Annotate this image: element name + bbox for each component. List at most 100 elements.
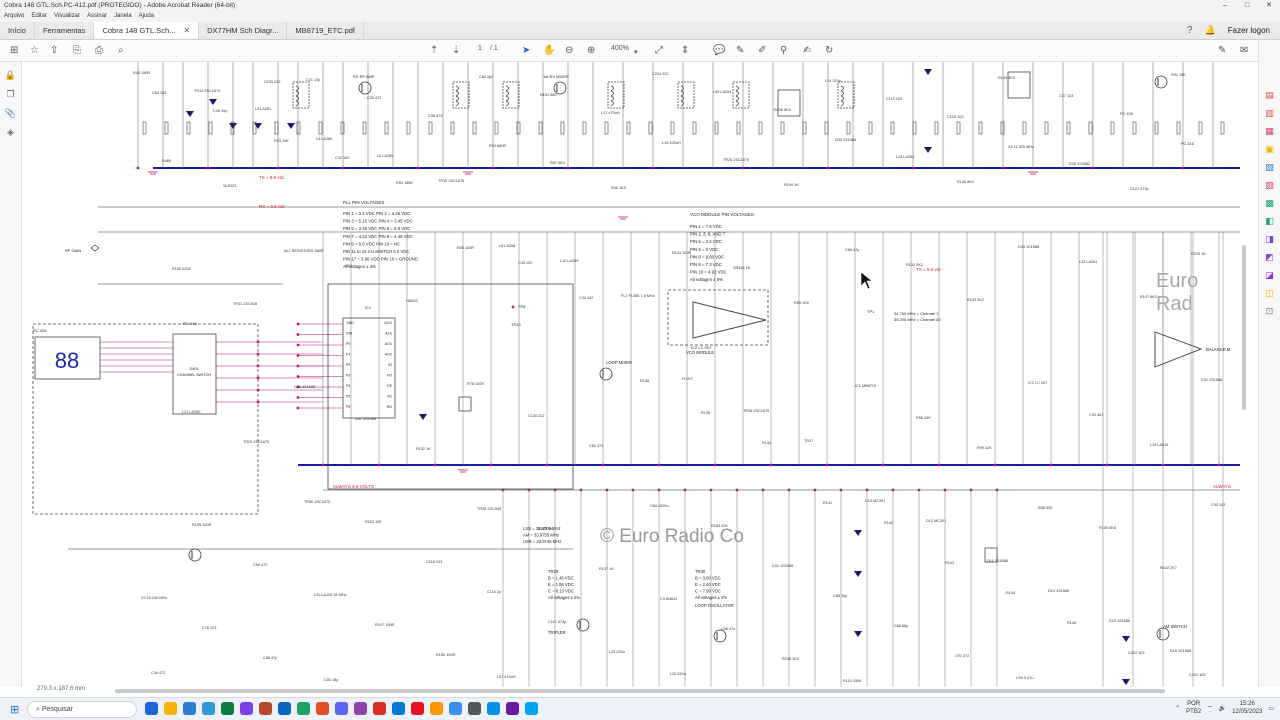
rotate-icon[interactable]: ↻ xyxy=(825,45,834,56)
part-designator: R105 100R xyxy=(192,523,211,527)
tab-tools[interactable]: Ferramentas xyxy=(35,22,95,39)
taskbar-app-icon[interactable] xyxy=(164,702,177,715)
create-icon[interactable]: ⊞ xyxy=(10,45,19,56)
taskbar-app-icon[interactable] xyxy=(316,702,329,715)
taskbar-app-icon[interactable] xyxy=(430,702,443,715)
notification-bell-icon[interactable]: 🔔 xyxy=(1204,25,1216,35)
hand-tool-icon[interactable]: ✋ xyxy=(543,45,556,56)
combine-files-icon[interactable]: ▧ xyxy=(1265,162,1274,172)
taskbar-app-icon[interactable] xyxy=(145,702,158,715)
more-tools-pane-icon[interactable]: ⊡ xyxy=(1265,306,1274,316)
edit-pdf-tool-icon[interactable]: ▦ xyxy=(1265,126,1274,136)
zoom-out-icon[interactable]: ⊖ xyxy=(565,45,574,56)
create-pdf-icon[interactable]: ▥ xyxy=(1265,108,1274,118)
taskbar-app-icon[interactable] xyxy=(240,702,253,715)
menu-arquivo[interactable]: Arquivo xyxy=(4,13,25,19)
sign-in-button[interactable]: Fazer logon xyxy=(1227,26,1270,35)
bookmark-star-icon[interactable]: ☆ xyxy=(30,45,39,56)
pages-thumbnail-icon[interactable]: ❐ xyxy=(6,89,15,99)
horizontal-scrollbar[interactable] xyxy=(115,689,1165,693)
menu-assinar[interactable]: Assinar xyxy=(86,13,107,19)
taskbar-app-icon[interactable] xyxy=(335,702,348,715)
taskbar-app-icon[interactable] xyxy=(373,702,386,715)
vertical-scrollbar[interactable] xyxy=(1242,245,1246,410)
tab-document-cobra[interactable]: Cobra 148 GTL.Sch... ✕ xyxy=(94,22,200,39)
comment-tool-icon[interactable]: ▣ xyxy=(1265,144,1274,154)
compress-pdf-icon[interactable]: ▩ xyxy=(1265,198,1274,208)
lock-icon[interactable]: 🔒 xyxy=(4,70,17,80)
stamp-tool-icon[interactable]: ◫ xyxy=(1265,288,1274,298)
highlight-icon[interactable]: ✐ xyxy=(758,45,767,56)
fill-sign-icon[interactable]: ◩ xyxy=(1265,252,1274,262)
taskbar-app-icon[interactable] xyxy=(202,702,215,715)
tab-document-mb8719[interactable]: MB8719_ETC.pdf xyxy=(287,22,365,39)
zoom-level-dropdown[interactable]: 400% xyxy=(611,45,629,52)
organize-pages-icon[interactable]: ▨ xyxy=(1265,180,1274,190)
close-window-button[interactable]: ✕ xyxy=(1266,2,1272,9)
stamp-icon[interactable]: ⚲ xyxy=(780,45,788,56)
taskbar-app-icon[interactable] xyxy=(259,702,272,715)
pen-icon[interactable]: ✎ xyxy=(736,45,745,56)
chevron-down-icon[interactable]: ▾ xyxy=(634,49,638,56)
mouse-cursor-icon xyxy=(860,271,873,290)
scroll-mode-icon[interactable]: ⇕ xyxy=(681,45,690,56)
taskbar-app-icon[interactable] xyxy=(354,702,367,715)
tab-home[interactable]: Início xyxy=(0,22,35,39)
ic2-label: IC2 LC 007 xyxy=(691,345,712,350)
notifications-icon[interactable]: ▭ xyxy=(1268,705,1274,712)
taskbar-app-icon[interactable] xyxy=(411,702,424,715)
share-icon[interactable]: ⎘ xyxy=(73,45,81,56)
junction-dot xyxy=(489,463,493,467)
search-icon[interactable]: ⌕ xyxy=(118,45,124,56)
taskbar-app-icon[interactable] xyxy=(468,702,481,715)
taskbar-app-icon[interactable] xyxy=(392,702,405,715)
junction-dot xyxy=(1049,463,1053,467)
taskbar-app-icon[interactable] xyxy=(487,702,500,715)
clock[interactable]: 15:26 12/05/2023 xyxy=(1232,700,1262,716)
wifi-icon[interactable]: ⌔ xyxy=(1207,706,1213,712)
edit-pdf-icon[interactable]: ✎ xyxy=(1218,45,1227,56)
menu-visualizar[interactable]: Visualizar xyxy=(54,13,80,19)
close-tab-icon[interactable]: ✕ xyxy=(183,26,191,35)
taskbar-app-icon[interactable] xyxy=(449,702,462,715)
maximize-button[interactable]: □ xyxy=(1244,2,1250,9)
taskbar-search[interactable]: ⌕ Pesquisar xyxy=(27,701,137,718)
attachment-icon[interactable]: 📎 xyxy=(4,108,17,118)
taskbar-app-icon[interactable] xyxy=(525,702,538,715)
tab-document-dx77hm[interactable]: DX77HM Sch Diagr... xyxy=(199,22,288,39)
menu-ajuda[interactable]: Ajuda xyxy=(138,13,154,19)
help-icon[interactable]: ? xyxy=(1186,25,1193,36)
input-language[interactable]: POR PTB2 xyxy=(1186,700,1201,716)
taskbar-app-icon[interactable] xyxy=(221,702,234,715)
sign-icon[interactable]: ✍ xyxy=(803,45,812,56)
tray-chevron-icon[interactable]: ⌃ xyxy=(1175,705,1181,712)
taskbar-app-icon[interactable] xyxy=(183,702,196,715)
menu-janela[interactable]: Janela xyxy=(113,13,132,19)
next-page-icon[interactable]: ⇣ xyxy=(452,45,461,56)
vco-heading: VCO MODULE PIN VOLTAGES xyxy=(690,212,754,217)
export-pdf-icon[interactable]: ▤ xyxy=(1265,90,1274,100)
taskbar-app-icon[interactable] xyxy=(278,702,291,715)
speaker-icon[interactable]: 🔊 xyxy=(1218,705,1227,712)
upload-cloud-icon[interactable]: ⇪ xyxy=(50,45,59,56)
minimize-button[interactable]: – xyxy=(1223,2,1227,9)
select-cursor-icon[interactable]: ➤ xyxy=(522,45,531,56)
redact-icon[interactable]: ◧ xyxy=(1265,216,1274,226)
comment-icon[interactable]: 💬 xyxy=(713,45,726,56)
print-icon[interactable]: ⎙ xyxy=(95,45,103,56)
prev-page-icon[interactable]: ⇡ xyxy=(430,45,439,56)
protect-icon[interactable]: ◨ xyxy=(1265,234,1274,244)
mail-icon[interactable]: ✉ xyxy=(1240,45,1249,56)
start-menu-icon[interactable]: ⊞ xyxy=(10,704,20,716)
send-signature-icon[interactable]: ◪ xyxy=(1265,270,1274,280)
taskbar-app-icon[interactable] xyxy=(297,702,310,715)
taskbar-app-icon[interactable] xyxy=(506,702,519,715)
zoom-in-icon[interactable]: ⊕ xyxy=(587,45,596,56)
menu-editar[interactable]: Editar xyxy=(31,13,48,19)
fit-page-icon[interactable]: ⤢ xyxy=(655,45,663,56)
vco-pin-voltage: PIN 6 = 0 VDC xyxy=(690,247,718,252)
resistor-symbol xyxy=(912,121,917,135)
layers-icon[interactable]: ◈ xyxy=(7,127,14,137)
page-number-input[interactable]: 1 xyxy=(478,45,482,52)
